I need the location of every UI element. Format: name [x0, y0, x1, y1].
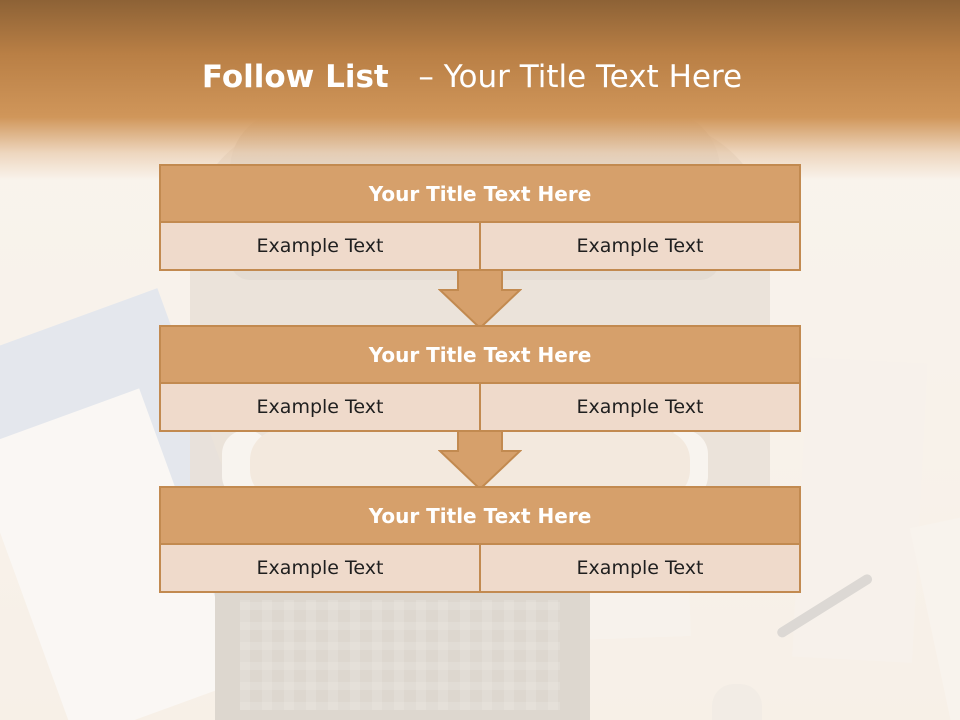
step-cell-left: Example Text	[161, 384, 479, 430]
title-rest: – Your Title Text Here	[418, 59, 743, 95]
step-title: Your Title Text Here	[161, 488, 799, 545]
slide-title: Follow List – Your Title Text Here	[0, 52, 944, 102]
title-separator	[399, 59, 419, 95]
step-cell-right: Example Text	[479, 545, 799, 591]
step-box-1: Your Title Text Here Example Text Exampl…	[159, 164, 801, 271]
title-band	[0, 0, 960, 180]
step-title: Your Title Text Here	[161, 327, 799, 384]
step-cell-left: Example Text	[161, 545, 479, 591]
step-title: Your Title Text Here	[161, 166, 799, 223]
step-row: Example Text Example Text	[161, 384, 799, 430]
down-arrow-icon	[438, 270, 522, 330]
step-cell-right: Example Text	[479, 223, 799, 269]
step-box-2: Your Title Text Here Example Text Exampl…	[159, 325, 801, 432]
title-bold: Follow List	[201, 59, 389, 95]
step-box-3: Your Title Text Here Example Text Exampl…	[159, 486, 801, 593]
step-row: Example Text Example Text	[161, 545, 799, 591]
step-cell-left: Example Text	[161, 223, 479, 269]
down-arrow-icon	[438, 431, 522, 491]
step-row: Example Text Example Text	[161, 223, 799, 269]
step-cell-right: Example Text	[479, 384, 799, 430]
